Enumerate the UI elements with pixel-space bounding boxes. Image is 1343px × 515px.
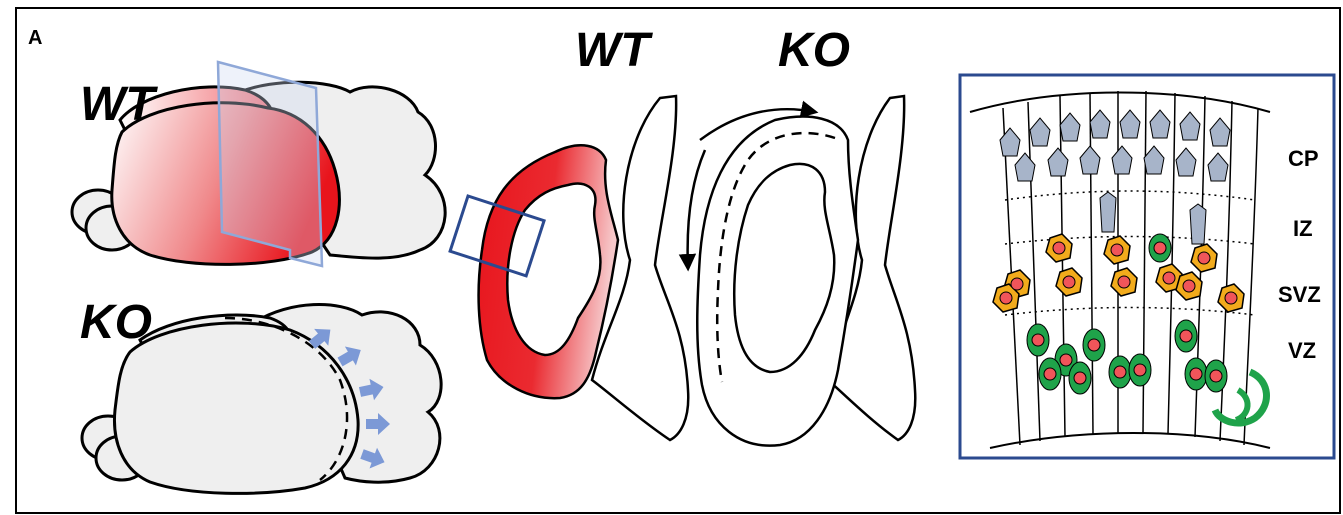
ko-section-label: KO — [778, 24, 850, 77]
ko-cortex — [697, 117, 858, 446]
layer-label-cp: CP — [1288, 146, 1319, 171]
wt-section-label: WT — [575, 24, 653, 77]
cortical-layers-inset: CP IZ SVZ VZ — [960, 75, 1334, 458]
ko-section — [688, 96, 916, 446]
ko-brain-label: KO — [80, 296, 152, 349]
wt-brain-label: WT — [80, 78, 158, 131]
panel-label: A — [28, 27, 42, 49]
wt-section — [450, 96, 688, 440]
layer-label-vz: VZ — [1288, 338, 1316, 363]
layer-label-svz: SVZ — [1278, 282, 1321, 307]
inset-frame — [960, 75, 1334, 458]
layer-label-iz: IZ — [1293, 216, 1313, 241]
coronal-plane — [218, 62, 322, 266]
